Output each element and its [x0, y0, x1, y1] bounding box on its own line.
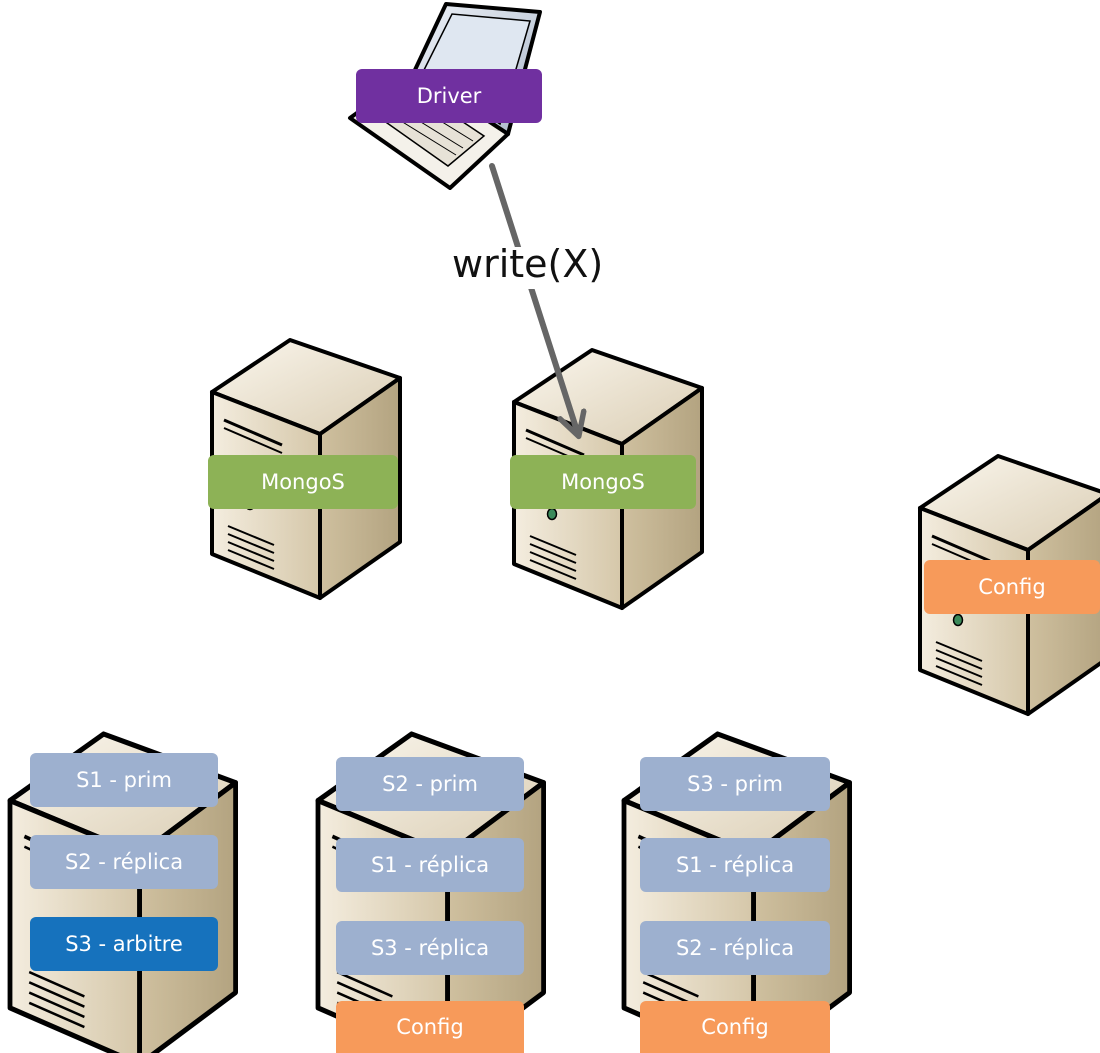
write-arrow [489, 163, 578, 434]
shard-role-label: S3 - prim [640, 757, 830, 811]
shard-role-label: S2 - prim [336, 757, 524, 811]
shard-role-label: S2 - réplica [30, 835, 218, 889]
shard-role-label: S1 - réplica [336, 838, 524, 892]
shard-role-label: S2 - réplica [640, 921, 830, 975]
edge-label: write(X) [452, 242, 604, 286]
shard-role-label: S3 - réplica [336, 921, 524, 975]
mongos-label: MongoS [208, 455, 398, 509]
config-label: Config [924, 560, 1100, 614]
shard-role-label: S1 - réplica [640, 838, 830, 892]
shard-role-label: S1 - prim [30, 753, 218, 807]
driver-label: Driver [356, 69, 542, 123]
shard-role-label: S3 - arbitre [30, 917, 218, 971]
config-label: Config [640, 1001, 830, 1053]
config-label: Config [336, 1001, 524, 1053]
edge-label-background [446, 247, 622, 289]
mongos-label: MongoS [510, 455, 696, 509]
